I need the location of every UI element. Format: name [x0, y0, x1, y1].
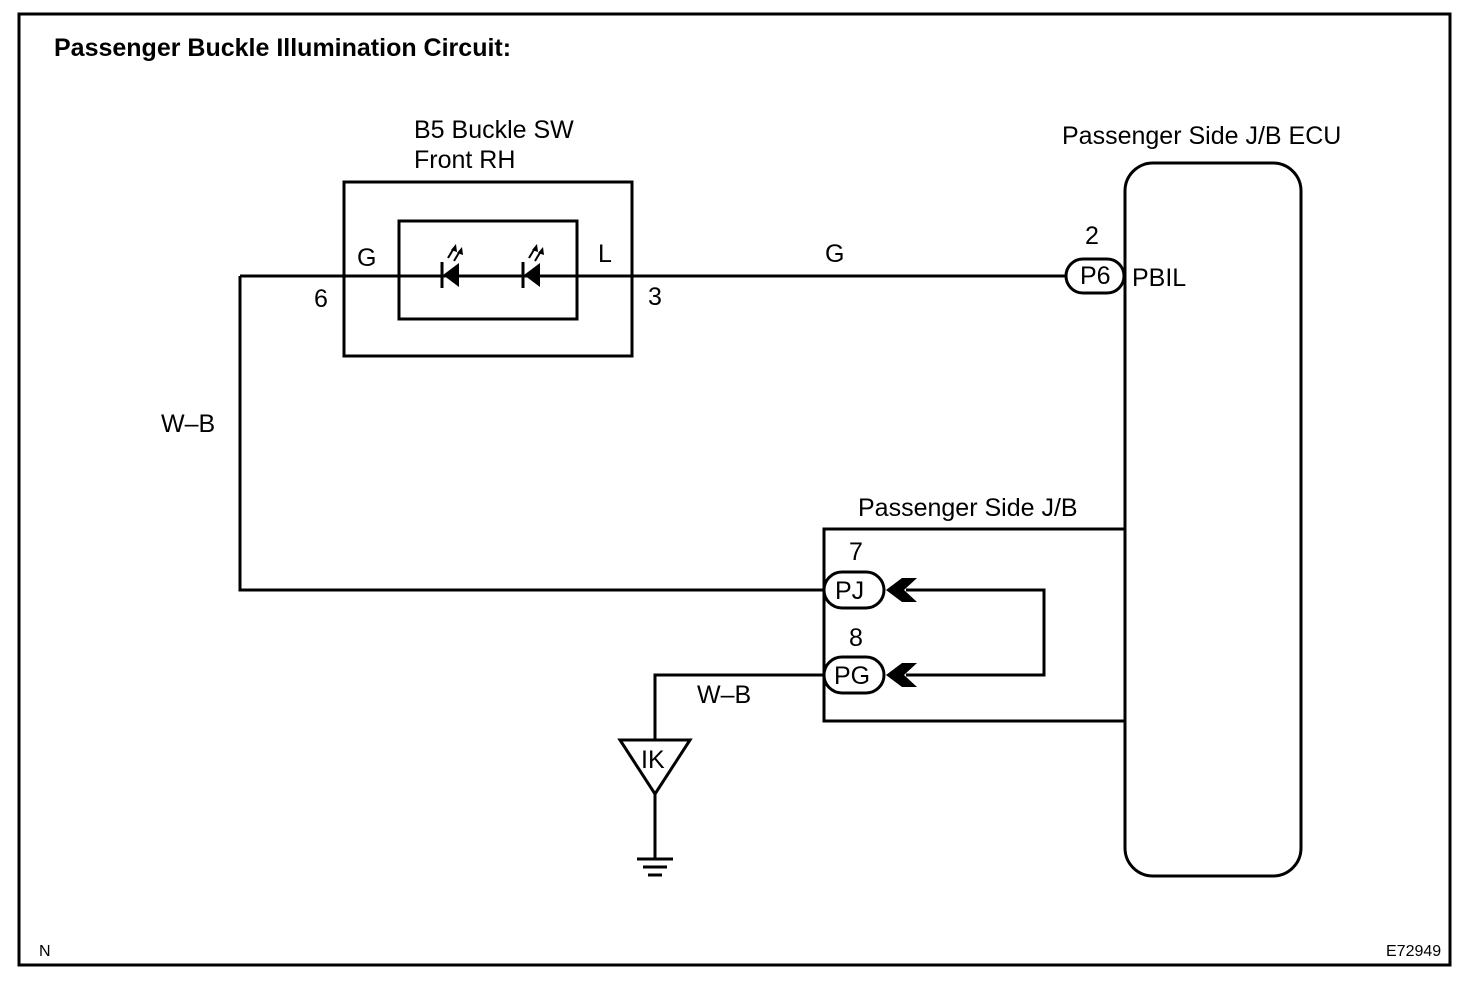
wire-label-g: G [825, 240, 844, 268]
buckle-terminal-label-l: L [598, 240, 612, 268]
led-icon [521, 244, 544, 288]
junction-block-name: Passenger Side J/B [858, 494, 1078, 522]
wire-label-w-b-left: W–B [161, 410, 215, 438]
buckle-switch-name-line2: Front RH [414, 146, 515, 174]
jb-pin-8: 8 [849, 624, 863, 652]
buckle-pin-6: 6 [314, 285, 328, 313]
jb-connector-pj [822, 570, 886, 610]
ecu-name: Passenger Side J/B ECU [1062, 122, 1341, 150]
ecu: Passenger Side J/B ECU 2 P6 PBIL [1062, 122, 1341, 878]
buckle-switch-inner-box [397, 219, 579, 321]
buckle-terminal-label-g: G [357, 244, 376, 272]
buckle-switch-outer-box [342, 180, 634, 358]
jb-internal-link [906, 588, 1046, 677]
ground-point-triangle [617, 738, 693, 797]
buckle-switch: B5 Buckle SW Front RH G L 6 3 [314, 116, 662, 358]
ground-icon [637, 857, 673, 877]
buckle-pin-3: 3 [648, 283, 662, 311]
jb-connector-pg [822, 655, 886, 695]
figure-id: E72949 [1386, 943, 1441, 960]
wire-label-w-b-bottom: W–B [697, 681, 751, 709]
ecu-body [1123, 161, 1303, 878]
junction-block-box [822, 527, 1125, 723]
ecu-connector-p6 [1064, 257, 1126, 295]
jb-connector-pj-label: PJ [835, 577, 864, 605]
connector-arrow-icon [886, 578, 917, 602]
ground-point-label: IK [641, 746, 665, 774]
buckle-switch-name-line1: B5 Buckle SW [414, 116, 574, 144]
led-icon [440, 244, 463, 288]
diagram-title: Passenger Buckle Illumination Circuit: [54, 34, 511, 62]
junction-block: Passenger Side J/B 7 PJ 8 PG [822, 494, 1125, 723]
jb-pin-7: 7 [849, 538, 863, 566]
ecu-connector-label: P6 [1080, 262, 1111, 290]
jb-connector-pg-label: PG [834, 662, 870, 690]
wire-w-b-ground [653, 673, 824, 740]
ecu-pin-number: 2 [1085, 222, 1099, 250]
ecu-terminal-name: PBIL [1132, 264, 1186, 292]
ground-point: IK [617, 738, 693, 877]
wire-w-b-left [238, 276, 824, 592]
connector-arrow-icon [886, 663, 917, 687]
wiring [238, 274, 1066, 740]
corner-code-left: N [39, 943, 51, 960]
diagram-frame [17, 12, 1452, 967]
